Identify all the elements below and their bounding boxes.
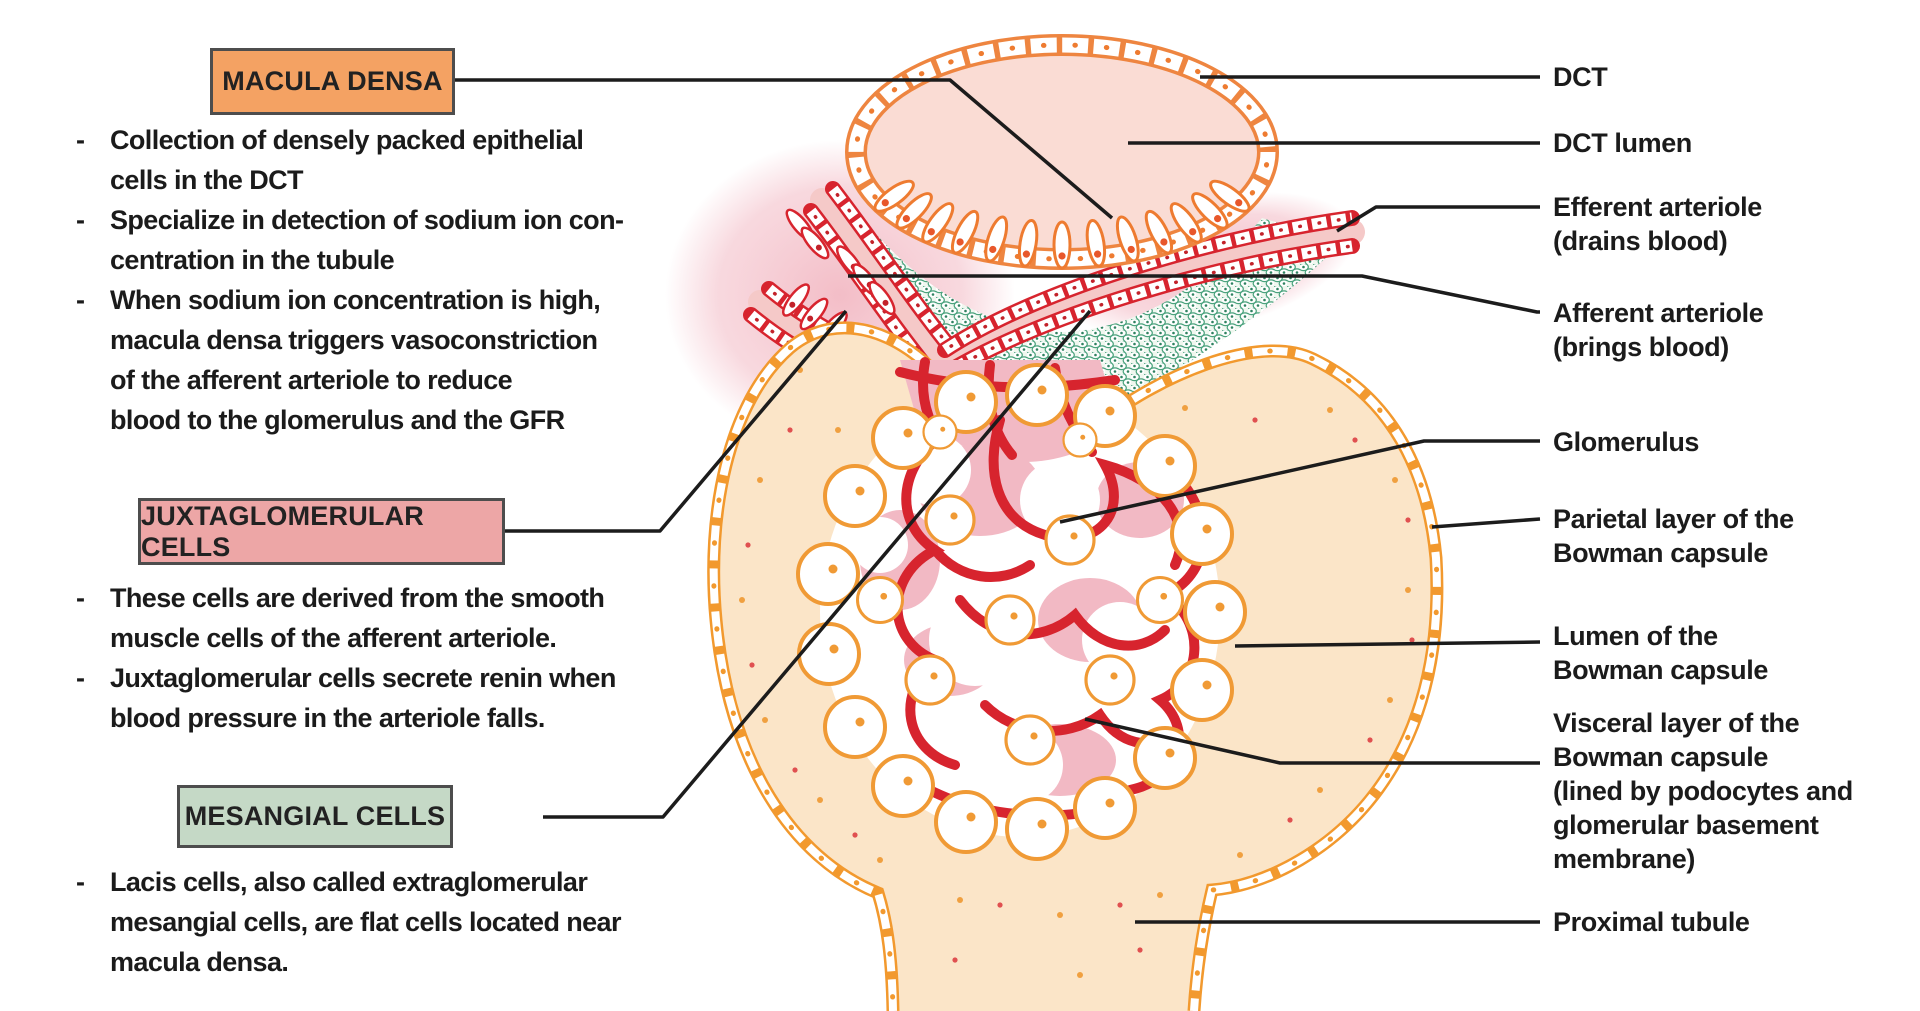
leader-afferent (848, 274, 1540, 314)
note-text: blood to the glomerulus and the GFR (110, 405, 565, 435)
macula-densa-box: MACULA DENSA (210, 48, 455, 115)
leader-macula-densa (455, 78, 1114, 220)
leader-glomerulus (1059, 439, 1540, 524)
label-visceral-layer: Visceral layer of the Bowman capsule (li… (1553, 706, 1853, 876)
juxtaglomerular-cells-box: JUXTAGLOMERULAR CELLS (138, 498, 505, 565)
leader-efferent (1336, 205, 1540, 233)
glomerulus (796, 357, 1247, 861)
label-text: glomerular basement (1553, 810, 1819, 840)
note-text: of the afferent arteriole to reduce (110, 365, 513, 395)
note-line: macula densa triggers vasoconstriction (76, 320, 623, 360)
mesangial-cells-box: MESANGIAL CELLS (177, 785, 453, 848)
note-line: -Lacis cells, also called extraglomerula… (76, 862, 621, 902)
note-line: -Collection of densely packed epithelial (76, 120, 623, 160)
note-line: cells in the DCT (76, 160, 623, 200)
label-efferent-arteriole: Efferent arteriole (drains blood) (1553, 190, 1762, 258)
label-text: (lined by podocytes and (1553, 776, 1853, 806)
label-text: DCT lumen (1553, 128, 1692, 158)
label-text: Glomerulus (1553, 427, 1700, 457)
label-glomerulus: Glomerulus (1553, 425, 1699, 459)
label-proximal-tubule: Proximal tubule (1553, 905, 1750, 939)
note-text: cells in the DCT (110, 165, 304, 195)
label-parietal-layer: Parietal layer of the Bowman capsule (1553, 502, 1794, 570)
bullet-dash: - (76, 663, 85, 693)
leader-juxtaglomerular (505, 309, 848, 533)
label-text: (brings blood) (1553, 332, 1729, 362)
label-text: (drains blood) (1553, 226, 1728, 256)
note-line: of the afferent arteriole to reduce (76, 360, 623, 400)
label-text: DCT (1553, 62, 1608, 92)
leader-parietal (1431, 517, 1541, 529)
label-text: Efferent arteriole (1553, 192, 1762, 222)
note-text: These cells are derived from the smooth (110, 583, 605, 613)
note-text: mesangial cells, are flat cells located … (110, 907, 621, 937)
note-line: -These cells are derived from the smooth (76, 578, 616, 618)
leader-bowman-lumen (1234, 640, 1541, 648)
leader-visceral (1084, 717, 1540, 765)
note-line: muscle cells of the afferent arteriole. (76, 618, 616, 658)
note-text: muscle cells of the afferent arteriole. (110, 623, 557, 653)
label-text: Afferent arteriole (1553, 298, 1764, 328)
label-text: Bowman capsule (1553, 742, 1768, 772)
label-text: membrane) (1553, 844, 1695, 874)
macula-densa-notes: -Collection of densely packed epithelial… (76, 120, 624, 440)
label-dct-lumen: DCT lumen (1553, 126, 1692, 160)
note-text: Lacis cells, also called extraglomerular (110, 867, 588, 897)
leader-mesangial (543, 309, 1092, 819)
label-text: Proximal tubule (1553, 907, 1750, 937)
label-text: Visceral layer of the (1553, 708, 1800, 738)
note-text: macula densa triggers vasoconstriction (110, 325, 598, 355)
dct-tubule (845, 34, 1279, 270)
label-text: Bowman capsule (1553, 655, 1768, 685)
note-text: Specialize in detection of sodium ion co… (110, 205, 624, 235)
note-text: Juxtaglomerular cells secrete renin when (110, 663, 616, 693)
juxtaglomerular-cells-box-label: JUXTAGLOMERULAR CELLS (141, 500, 424, 562)
lumen-particles-red (745, 417, 1415, 963)
macula-densa-box-label: MACULA DENSA (222, 66, 443, 96)
label-bowman-lumen: Lumen of the Bowman capsule (1553, 619, 1768, 687)
label-text: Parietal layer of the (1553, 504, 1794, 534)
leader-lines (455, 75, 1541, 924)
note-line: centration in the tubule (76, 240, 623, 280)
note-line: blood to the glomerulus and the GFR (76, 400, 623, 440)
label-dct: DCT (1553, 60, 1608, 94)
mesangial-notes: -Lacis cells, also called extraglomerula… (76, 862, 621, 982)
note-line: mesangial cells, are flat cells located … (76, 902, 621, 942)
bullet-dash: - (76, 285, 85, 315)
note-text: Collection of densely packed epithelial (110, 125, 584, 155)
note-line: -Juxtaglomerular cells secrete renin whe… (76, 658, 616, 698)
note-text: macula densa. (110, 947, 289, 977)
juxtaglomerular-notes: -These cells are derived from the smooth… (76, 578, 616, 738)
lumen-particles (739, 367, 1411, 978)
label-text: Bowman capsule (1553, 538, 1768, 568)
bullet-dash: - (76, 125, 85, 155)
note-line: -Specialize in detection of sodium ion c… (76, 200, 624, 240)
note-line: macula densa. (76, 942, 621, 982)
label-afferent-arteriole: Afferent arteriole (brings blood) (1553, 296, 1764, 364)
bullet-dash: - (76, 205, 85, 235)
note-line: -When sodium ion concentration is high, (76, 280, 623, 320)
label-text: Lumen of the (1553, 621, 1718, 651)
mesangial-cells-box-label: MESANGIAL CELLS (184, 801, 446, 831)
bullet-dash: - (76, 583, 85, 613)
note-line: blood pressure in the arteriole falls. (76, 698, 616, 738)
note-text: centration in the tubule (110, 245, 395, 275)
note-text: When sodium ion concentration is high, (110, 285, 601, 315)
bullet-dash: - (76, 867, 85, 897)
note-text: blood pressure in the arteriole falls. (110, 703, 545, 733)
